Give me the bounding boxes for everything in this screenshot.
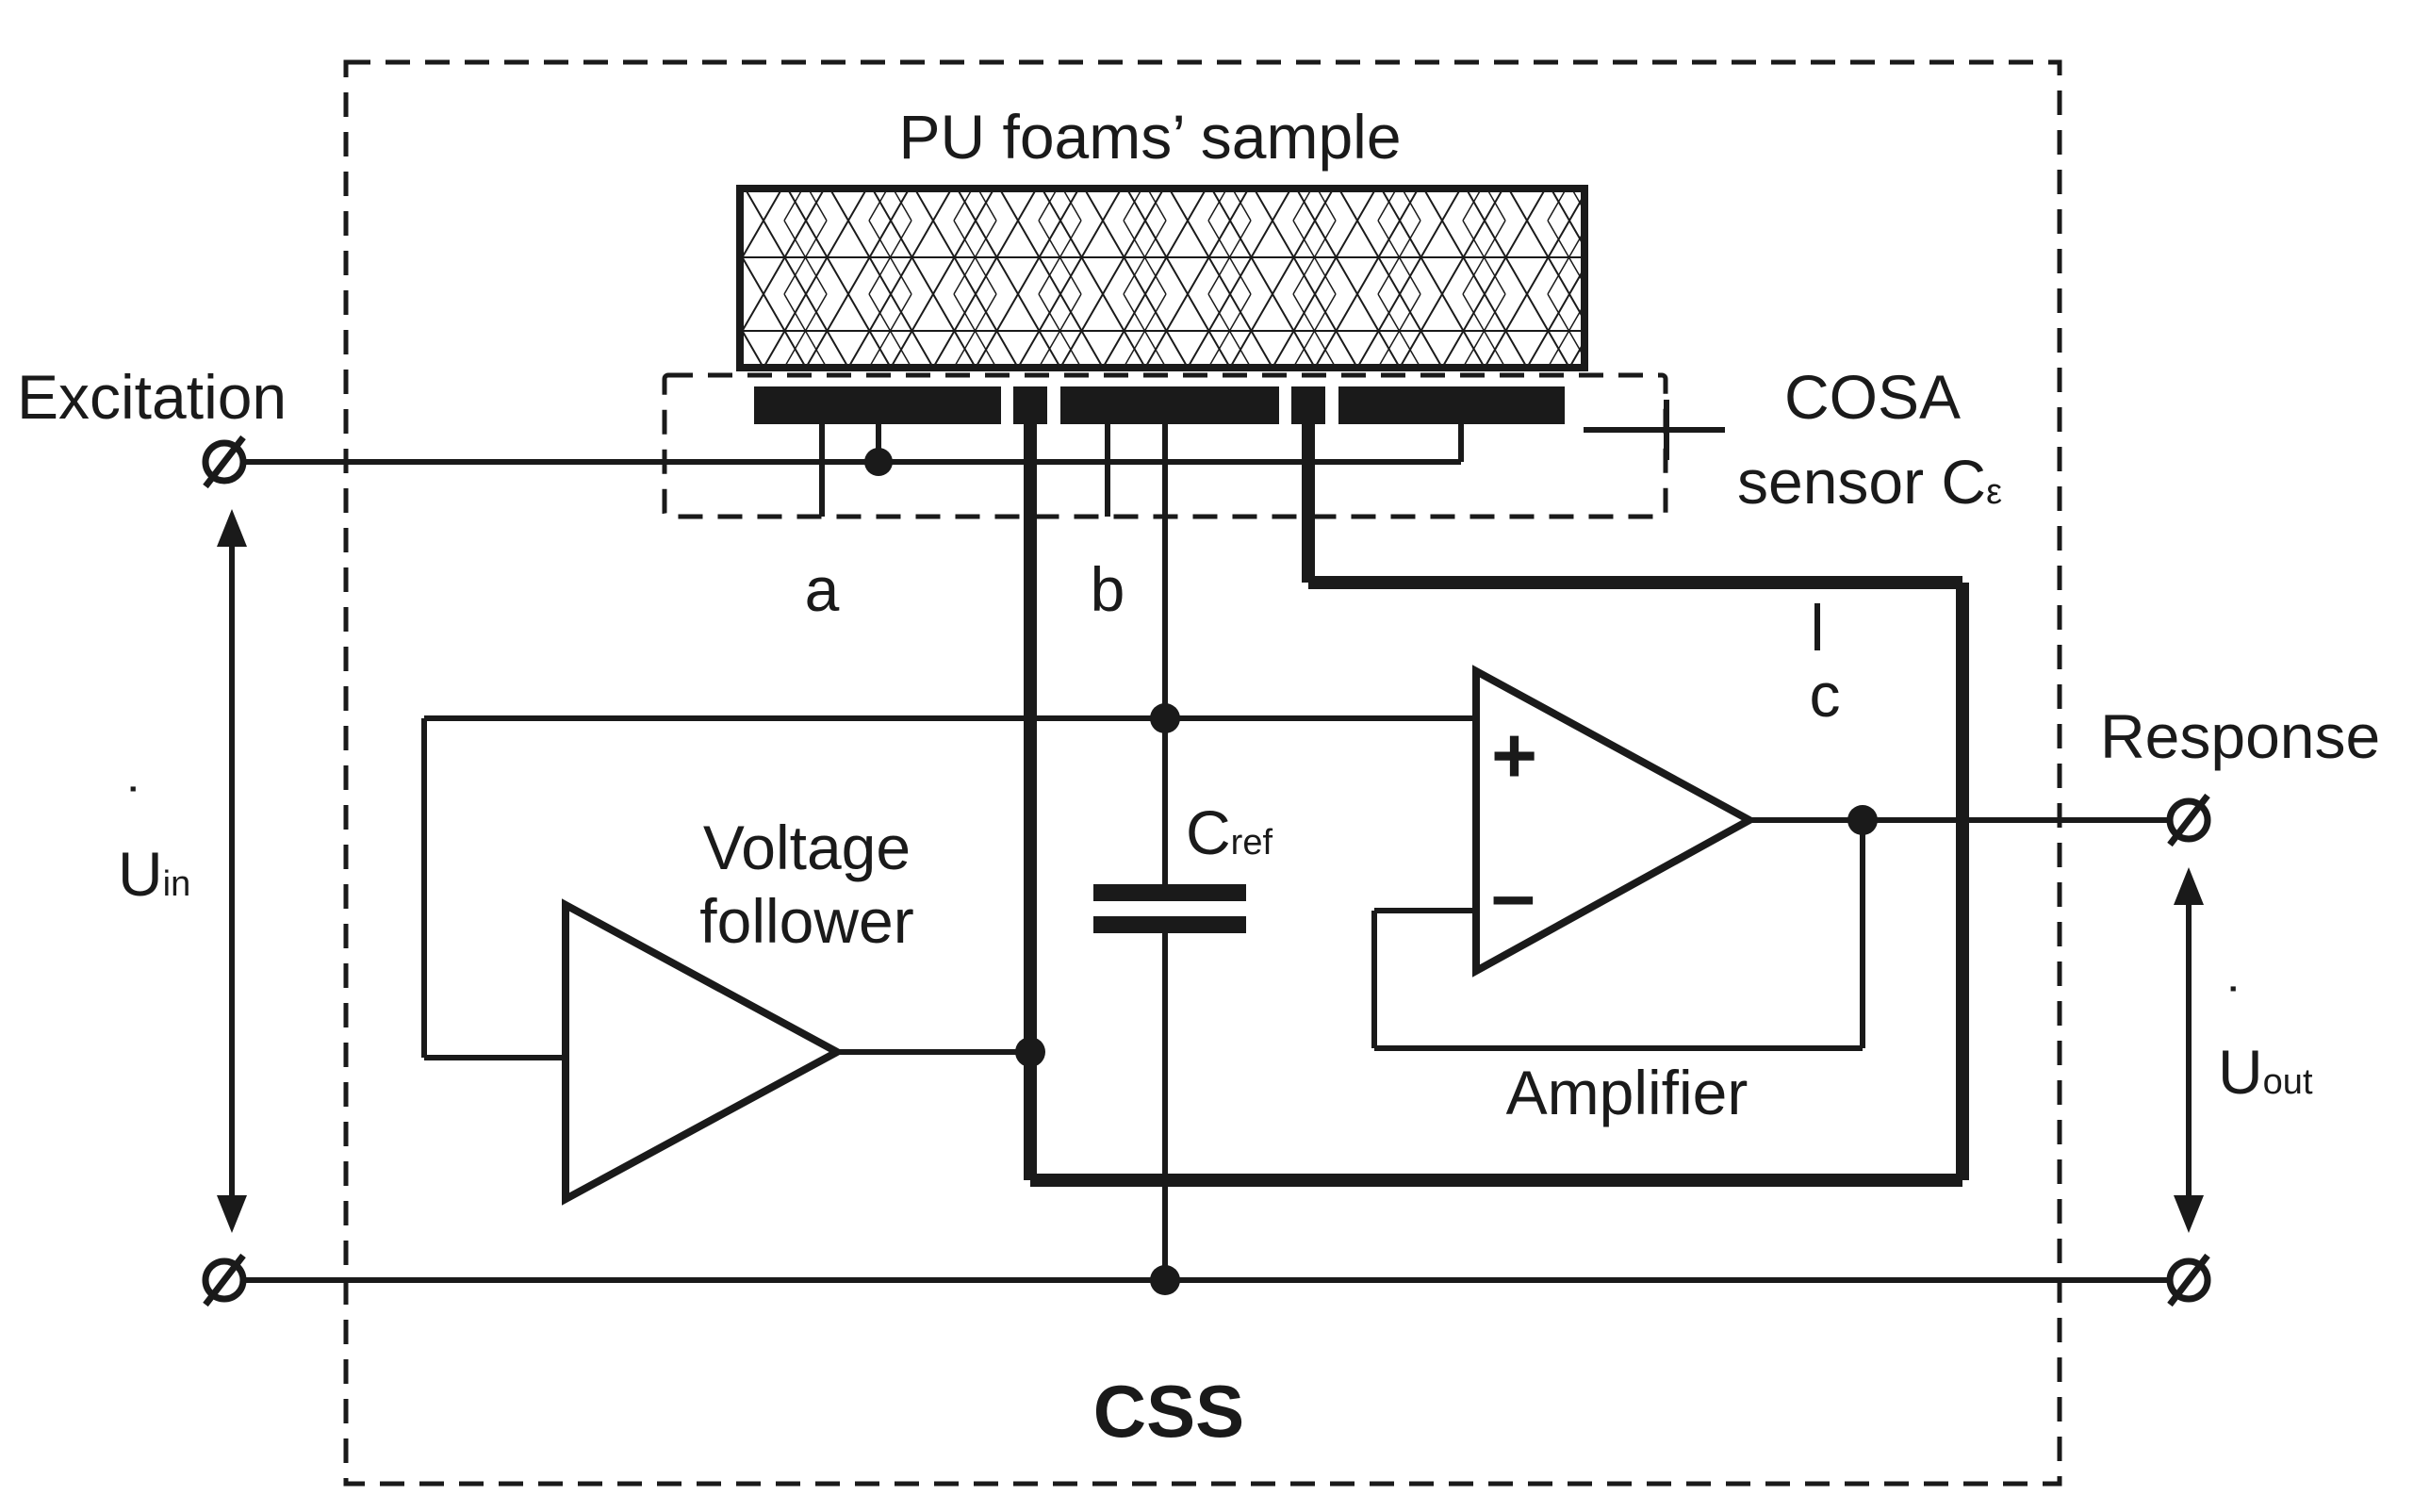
- css-label: CSS: [1093, 1370, 1244, 1453]
- svg-text:Uin: Uin: [118, 839, 190, 909]
- svg-text:Uout: Uout: [2218, 1037, 2313, 1107]
- voltage-follower-label-line1: Voltage: [703, 813, 911, 882]
- cosa-label-line2: sensor Cε: [1737, 447, 2002, 517]
- amplifier-plus-sign: +: [1491, 711, 1537, 799]
- u-in-subscript: in: [163, 864, 191, 904]
- pu-foam-sample: [736, 185, 1588, 371]
- cref-label: Cref: [1186, 797, 1272, 867]
- terminal-ground-right: [2166, 1253, 2211, 1307]
- u-out-label: ˙ Uout: [2218, 977, 2313, 1107]
- follower-output-node: [1015, 1037, 1045, 1067]
- amplifier-minus-sign: –: [1491, 850, 1535, 939]
- electrode-outer-plate: [1338, 386, 1565, 424]
- terminal-excitation: [202, 435, 247, 489]
- u-out-arrow: [2174, 867, 2204, 1233]
- electrode-c-label: c: [1810, 660, 1841, 730]
- u-in-arrow: [217, 509, 247, 1233]
- terminal-response: [2166, 793, 2211, 847]
- cosa-label-subscript: ε: [1986, 472, 2002, 512]
- u-out-dot: ˙: [2226, 977, 2245, 1040]
- cosa-label-text: sensor C: [1737, 447, 1986, 517]
- excitation-label: Excitation: [17, 362, 287, 432]
- u-in-dot: ˙: [126, 777, 145, 840]
- cosa-label-line1: COSA: [1784, 362, 1961, 432]
- amplifier-output-node: [1847, 805, 1878, 835]
- sample-label: PU foams’ sample: [898, 102, 1401, 172]
- terminal-ground-left: [202, 1253, 247, 1307]
- u-in-text: U: [118, 839, 163, 909]
- excitation-wire: [224, 424, 1464, 476]
- guard-electrode-right: [1291, 386, 1325, 424]
- electrode-b-plate: [1060, 386, 1279, 424]
- css-boundary: [343, 59, 2062, 1487]
- u-out-subscript: out: [2263, 1062, 2313, 1102]
- voltage-follower-label-line2: follower: [699, 886, 913, 956]
- cref-text: C: [1186, 797, 1231, 867]
- follower-feedback-wire: [421, 715, 1476, 1060]
- response-label: Response: [2100, 701, 2380, 771]
- amplifier-triangle: [1472, 665, 1758, 978]
- amplifier-feedback-wire: [1371, 820, 1865, 1051]
- voltage-follower-triangle: [562, 898, 846, 1206]
- amplifier-label: Amplifier: [1506, 1058, 1749, 1127]
- cref-subscript: ref: [1231, 823, 1273, 863]
- guard-electrode-left: [1013, 386, 1047, 424]
- u-in-label: ˙ Uin: [118, 777, 190, 909]
- electrode-b-label: b: [1091, 554, 1125, 624]
- electrode-a-label: a: [805, 554, 840, 624]
- u-out-text: U: [2218, 1037, 2263, 1107]
- sensor-capacitor-symbol: [1584, 400, 1725, 460]
- electrode-a-plate: [754, 386, 1001, 424]
